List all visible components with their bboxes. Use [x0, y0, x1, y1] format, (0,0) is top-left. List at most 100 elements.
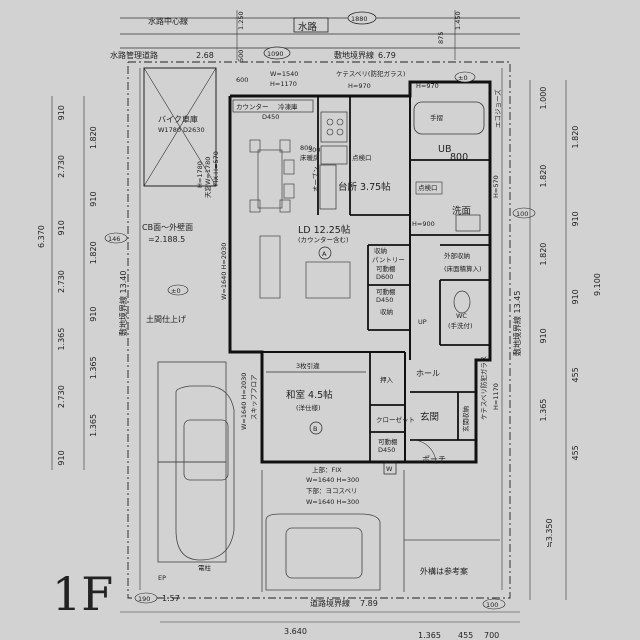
dim-700: 700 — [484, 631, 499, 640]
bottom-window-notes: 上部：FIX W=1640 H=300 下部：ヨコスベリ W=1640 H=30… — [306, 465, 359, 506]
left-dim-11: 1.365 — [89, 414, 98, 437]
ld-area: LD 12.25帖 (カウンター含む) A W=1640 H=2030 FIX … — [196, 151, 351, 300]
circle-100-right: 100 — [516, 210, 528, 218]
dim-1365: 1.365 — [418, 631, 441, 640]
top-dim-875: 875 — [437, 32, 445, 44]
boundary-dim-top: 6.79 — [378, 51, 396, 60]
garage-pole: 電柱 — [198, 563, 212, 572]
dim-300: 300 — [308, 146, 320, 154]
bath-rail: 手摺 — [430, 113, 444, 122]
right-bottom: ≒3.350 — [545, 518, 554, 548]
circle-100-bottom: 100 — [486, 601, 498, 609]
ecojouse-label: エコジョーズ — [493, 89, 502, 128]
right-boundary: 敷地境界線 13.45 — [512, 291, 522, 356]
left-dim-9: 1.365 — [89, 356, 98, 379]
parking-area — [157, 361, 500, 592]
left-dim-7: 910 — [89, 306, 98, 321]
right-dim-4: 1.820 — [539, 243, 548, 266]
kitchen-area: カウンター 冷凍庫 D450 点検口 オーブン 台所 3.75帖 床暖房 800 — [232, 99, 391, 210]
porch-label: ポーチ — [422, 455, 446, 464]
tatami-window: W=1640 H=2030 — [240, 373, 248, 430]
left-dim-12: 910 — [57, 450, 66, 465]
circle-190: 190 — [138, 595, 150, 603]
storage-area: 収納 パントリー 可動棚 D600 可動棚 D450 収納 外部収納 (床面積算… — [372, 246, 482, 330]
inspection-1: 点検口 — [352, 153, 372, 162]
left-dim-labels: 9101.8202.7309109101.8202.7309101.3651.3… — [57, 105, 98, 466]
top-left-h: H=1170 — [270, 80, 297, 88]
plus0-left: ±0 — [171, 287, 181, 295]
sliding-label: 3枚引違 — [296, 361, 320, 370]
washitsu-label: 和室 4.5帖 — [286, 389, 333, 401]
w800-label: 800 — [300, 144, 312, 152]
entrance-h: H=1170 — [492, 383, 500, 410]
top-dim-1250: 1.250 — [237, 11, 245, 30]
oven-label: オーブン — [311, 166, 320, 192]
ep-label: EP — [158, 574, 166, 582]
ub-label: UB — [438, 144, 451, 155]
right-dimensions: 敷地境界線 13.45 9.100 ≒3.350 — [512, 80, 602, 600]
road-label: 道路境界線 — [310, 598, 350, 608]
tatami-skip: スキップフロア — [250, 374, 258, 420]
genkan-label: 玄関 — [420, 411, 439, 423]
left-dim-10: 2.730 — [57, 385, 66, 408]
wc-label: WC — [456, 312, 467, 320]
outer-storage: 外部収納 — [444, 251, 470, 260]
dining-table — [249, 139, 295, 213]
storage-2: 収納 — [380, 307, 393, 316]
kitchen-size: 3.75帖 — [360, 181, 391, 193]
bottom-fix: 上部：FIX — [312, 465, 342, 474]
mgmt-line-label: 水路管理道路 — [110, 50, 158, 60]
house-walls — [228, 80, 492, 464]
door-w: W — [386, 465, 393, 473]
left-dim-8: 1.365 — [57, 328, 66, 351]
bottom-lower: 下部：ヨコスベリ — [306, 486, 358, 495]
left-dim-3: 910 — [89, 191, 98, 206]
kitchen-window-h: H=570 — [492, 175, 500, 198]
movable-shelf-1: 可動棚 — [376, 264, 396, 273]
waterway-center-label: 水路中心線 — [148, 16, 188, 26]
h970-a: H=970 — [348, 82, 371, 90]
bike-label: バイク車庫 — [158, 114, 198, 124]
dim-455-bottom: 455 — [458, 631, 473, 640]
entrance-area: ホール 玄関 玄関収納 ポーチ W ケテスベリ防犯ガラス H=1170 — [383, 356, 500, 475]
top-window-notes: W=1540 H=1170 ケテスベリ(防犯ガラス) H=970 H=970 ±… — [236, 69, 476, 154]
left-dim-6: 2.730 — [57, 270, 66, 293]
counter-label: カウンター — [236, 102, 269, 111]
waterway-label: 水路 — [298, 21, 318, 33]
fridge-label: 冷凍庫 — [278, 102, 298, 111]
washitsu-sub: (洋仕様) — [296, 403, 321, 412]
cb-dim: =2.188.5 — [148, 235, 185, 244]
circle-190-dim: 1.57 — [162, 594, 180, 603]
movable-shelf-2: 可動棚 — [376, 287, 396, 296]
up-label: UP — [418, 318, 427, 326]
left-dim-2: 2.730 — [57, 155, 66, 178]
wash-label: 洗面 — [452, 205, 471, 217]
movable-shelf-d1: D600 — [376, 273, 393, 281]
circle-146: 146 — [108, 235, 120, 243]
floor-label: 1F — [52, 567, 113, 621]
road-dim: 7.89 — [360, 599, 378, 608]
left-boundary: 敷地境界線 13.40 — [118, 271, 128, 336]
left-dim-0: 910 — [57, 105, 66, 120]
parking-labels: 電柱 EP 外構は参考案 190 1.57 — [134, 563, 468, 604]
dirt-floor: 土間仕上げ — [146, 314, 186, 324]
left-dim-1: 1.820 — [89, 126, 98, 149]
casement-label: ケテスベリ(防犯ガラス) — [336, 69, 405, 78]
outer-storage-sub: (床面積算入) — [444, 264, 482, 273]
right-dim-7: 455 — [571, 367, 580, 382]
left-vent: 天窓W=1780 — [203, 157, 212, 198]
dim-3640: 3.640 — [284, 627, 307, 636]
inspection-2: 点検口 — [418, 183, 438, 192]
right-dim-8: 1.365 — [539, 399, 548, 422]
bottom-w2: W=1640 H=300 — [306, 498, 359, 506]
bike-dim: W1780 D2630 — [158, 126, 205, 134]
ld-sub: (カウンター含む) — [298, 235, 349, 244]
waterway-dim: 1880 — [351, 15, 368, 23]
top-dim-1450: 1.450 — [454, 11, 462, 30]
ub-size: 800 — [450, 152, 468, 163]
right-dim-6: 910 — [539, 328, 548, 343]
right-dim-9: 455 — [571, 445, 580, 460]
site-boundary — [127, 61, 511, 599]
